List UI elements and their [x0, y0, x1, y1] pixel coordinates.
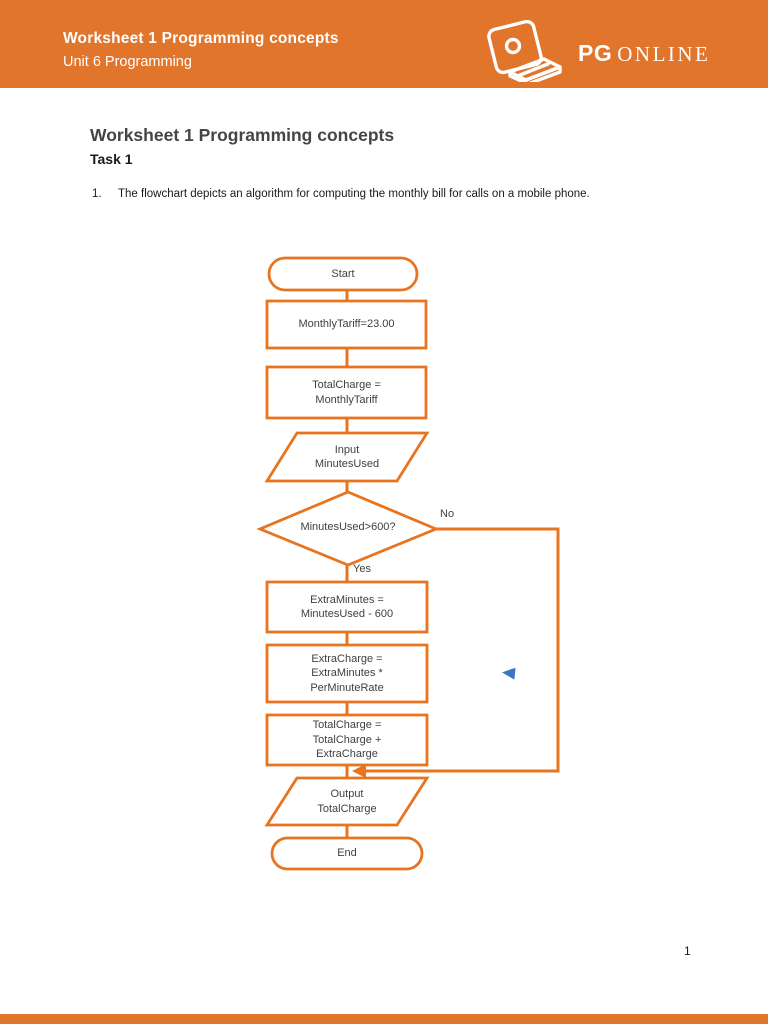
branch-label-yes: Yes	[353, 563, 371, 575]
process-tariff-shape	[265, 299, 428, 350]
header-subtitle: Unit 6 Programming	[63, 54, 192, 70]
process-extra-charge-shape	[265, 643, 429, 704]
process-total-init-shape	[265, 365, 428, 420]
task-heading: Task 1	[90, 151, 133, 167]
process-total-add-shape	[265, 713, 429, 767]
flowchart-shapes	[256, 256, 560, 871]
list-item-text: The flowchart depicts an algorithm for c…	[118, 188, 590, 200]
terminator-start-shape	[267, 256, 419, 292]
input-parallelogram-shape	[264, 431, 430, 483]
list-item: 1. The flowchart depicts an algorithm fo…	[92, 186, 632, 203]
terminator-end-shape	[270, 836, 424, 871]
list-item-number: 1.	[92, 188, 102, 200]
branch-label-no: No	[440, 508, 455, 520]
page-title: Worksheet 1 Programming concepts	[90, 125, 395, 145]
logo-online: ONLINE	[617, 42, 711, 66]
header-title: Worksheet 1 Programming concepts	[63, 30, 339, 47]
process-extra-minutes-shape	[265, 580, 429, 634]
logo-pg: PG	[578, 40, 613, 66]
decision-diamond-shape	[256, 490, 440, 567]
next-page-edge	[0, 1014, 768, 1024]
page-number: 1	[684, 944, 691, 958]
output-parallelogram-shape	[264, 776, 430, 827]
connector-no	[366, 527, 560, 773]
page-header: Worksheet 1 Programming concepts Unit 6 …	[0, 0, 768, 88]
laptop-icon	[487, 19, 562, 82]
cursor-marker-icon	[501, 666, 516, 680]
arrowhead-icon	[352, 764, 366, 778]
